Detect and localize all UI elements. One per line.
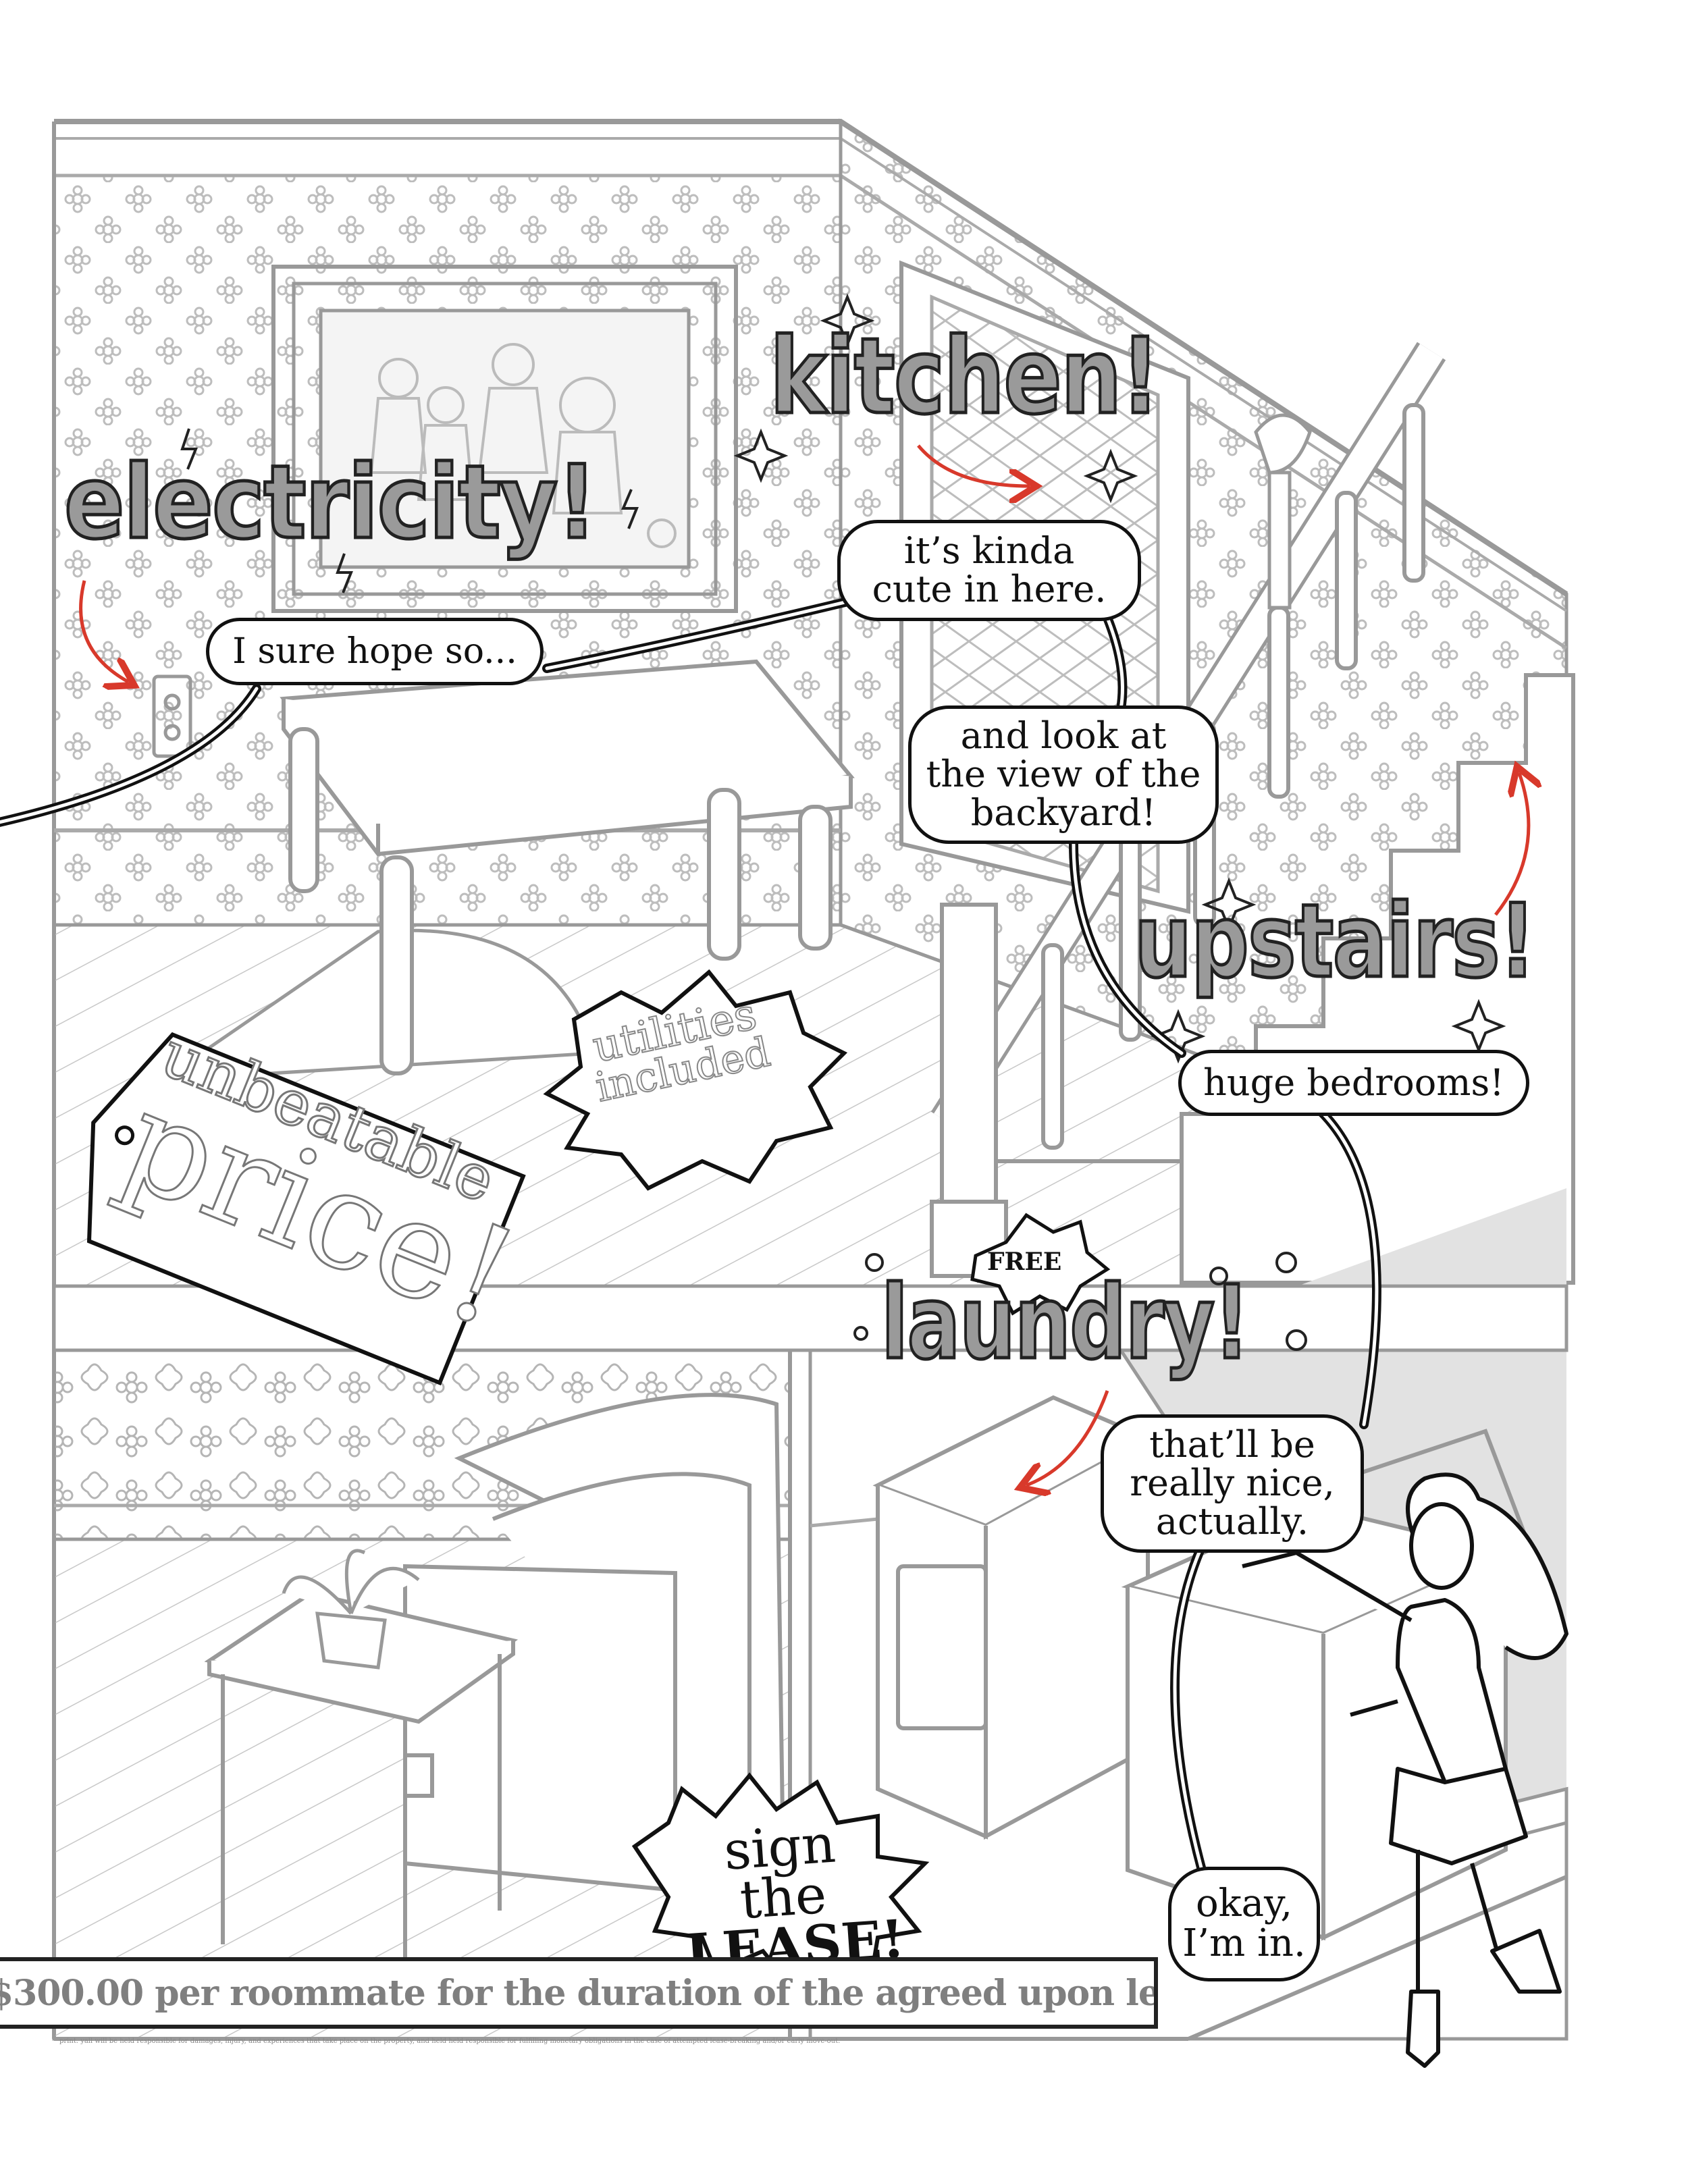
free-label: FREE: [987, 1248, 1062, 1276]
bubble-text: the view of the: [926, 753, 1201, 796]
table: [280, 659, 855, 1075]
bubble-text: cute in here.: [872, 568, 1107, 610]
bubble-bedrooms: huge bedrooms!: [1178, 1050, 1529, 1116]
wall-outlet-icon: [152, 674, 192, 758]
price-banner-text: $300.00 per roommate for the duration of…: [0, 1972, 1158, 2014]
kitchen-label: kitchen!: [768, 315, 1161, 437]
washer: [872, 1395, 1153, 1840]
lamp: [1254, 413, 1312, 610]
upstairs-label: upstairs!: [1133, 883, 1537, 1001]
arrow-to-upstairs-icon: [1494, 773, 1529, 916]
bubble-text: huge bedrooms!: [1203, 1061, 1504, 1104]
utilities-badge: [543, 969, 848, 1191]
bubble-text: I sure hope so...: [232, 631, 517, 672]
bubble-text: I’m in.: [1182, 1921, 1306, 1965]
free-badge: [970, 1213, 1111, 1316]
bubble-text: actually.: [1155, 1499, 1309, 1543]
framed-picture: [271, 265, 738, 613]
sign-lease-text[interactable]: sign the LEASE!: [677, 1814, 906, 1986]
bubble-text: okay,: [1195, 1882, 1293, 1926]
bubble-text: that’ll be: [1149, 1423, 1315, 1466]
arrow-to-kitchen-icon: [917, 444, 1030, 486]
electricity-label: electricity!: [63, 444, 599, 562]
woman-figure: [1242, 1472, 1568, 2068]
price-tag: [86, 1032, 526, 1386]
bubble-text: and look at: [960, 714, 1167, 757]
arrow-to-outlet-icon: [79, 580, 128, 682]
fine-print: print. yall will be held responsible for…: [59, 2037, 841, 2045]
bubble-nice: that’ll be really nice, actually.: [1101, 1414, 1364, 1553]
plant-pot-icon: [282, 1549, 420, 1670]
red-arrows: [79, 444, 1529, 1485]
bubble-okay: okay, I’m in.: [1168, 1867, 1320, 1981]
bubble-text: really nice,: [1130, 1462, 1335, 1505]
price-banner: $300.00 per roommate for the duration of…: [0, 1957, 1158, 2029]
lightning-icons: [180, 428, 639, 593]
arrow-to-laundry-icon: [1026, 1390, 1109, 1485]
bubble-cute: it’s kinda cute in here.: [837, 520, 1141, 621]
bubble-view: and look at the view of the backyard!: [908, 705, 1219, 844]
bubble-text: it’s kinda: [903, 529, 1075, 572]
bubble-text: backyard!: [970, 791, 1157, 834]
laundry-label: laundry!: [880, 1264, 1251, 1382]
bubble-sure-hope: I sure hope so...: [206, 618, 544, 685]
